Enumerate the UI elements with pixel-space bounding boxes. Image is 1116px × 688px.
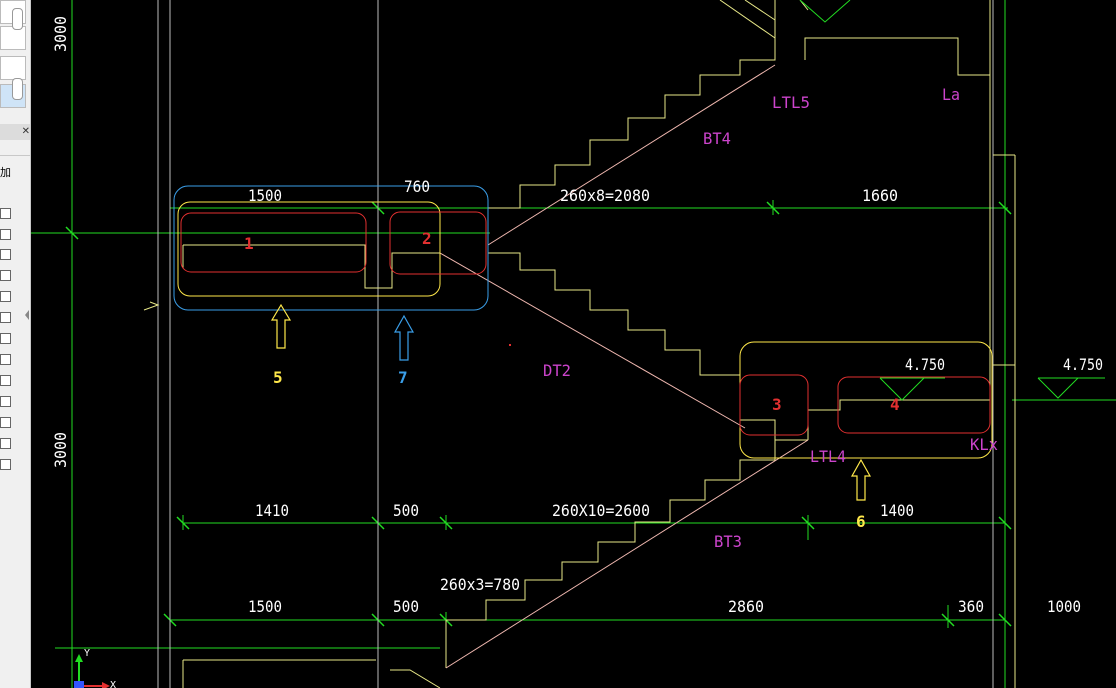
panel-checkbox[interactable] [0, 229, 11, 240]
cad-drawing-canvas[interactable]: 1500 760 260x8=2080 1660 1410 500 260X10… [31, 0, 1116, 688]
dim-500-bottom: 500 [393, 597, 419, 616]
label-la: La [942, 85, 960, 104]
marker-6: 6 [856, 512, 866, 531]
label-ltl4: LTL4 [810, 447, 846, 466]
dim-500-mid: 500 [393, 501, 419, 520]
panel-checkbox[interactable] [0, 354, 11, 365]
stair-diagonals [439, 64, 809, 669]
marker-7: 7 [398, 368, 408, 387]
dim-1000: 1000 [1047, 597, 1081, 616]
panel-scrollbar-thumb[interactable] [12, 78, 23, 100]
panel-checkbox[interactable] [0, 333, 11, 344]
panel-divider [0, 155, 30, 156]
panel-checkbox[interactable] [0, 270, 11, 281]
panel-column-label: 加 [0, 166, 11, 179]
dim-760: 760 [404, 177, 430, 196]
dim-780: 260x3=780 [440, 575, 520, 594]
panel-checkbox[interactable] [0, 208, 11, 219]
panel-checkbox[interactable] [0, 417, 11, 428]
component-labels: LTL5 La BT4 DT2 LTL4 KLx BT3 [543, 85, 998, 551]
panel-field[interactable] [0, 26, 26, 50]
highlight-boxes [173, 185, 993, 459]
marker-1: 1 [244, 234, 254, 253]
panel-checkbox[interactable] [0, 459, 11, 470]
dim-2860: 2860 [728, 597, 764, 616]
label-dt2: DT2 [543, 361, 571, 380]
dimension-texts: 1500 760 260x8=2080 1660 1410 500 260X10… [51, 16, 1103, 616]
dimension-lines [31, 0, 1116, 688]
marker-3: 3 [772, 395, 782, 414]
label-ltl5: LTL5 [772, 93, 810, 112]
elevation-4750-a: 4.750 [905, 355, 945, 374]
panel-checkbox[interactable] [0, 291, 11, 302]
elevation-markers [799, 0, 1105, 401]
panel-field[interactable] [0, 56, 26, 80]
panel-splitter-handle[interactable] [24, 300, 30, 330]
dim-3000-mid: 3000 [51, 432, 70, 468]
wall-outlines [143, 0, 1016, 688]
label-bt3: BT3 [714, 532, 742, 551]
panel-scrollbar-thumb[interactable] [12, 8, 23, 30]
dim-2080: 260x8=2080 [560, 186, 650, 205]
panel-checkbox[interactable] [0, 375, 11, 386]
pointer-arrows [270, 303, 872, 501]
elevation-4750-b: 4.750 [1063, 355, 1103, 374]
dim-1500-top: 1500 [248, 186, 282, 205]
number-markers: 1 2 3 4 5 6 7 [244, 229, 900, 531]
dim-2600: 260X10=2600 [552, 501, 650, 520]
arrow-up-icon [393, 314, 415, 361]
panel-checkbox[interactable] [0, 312, 11, 323]
label-kl: KLx [970, 435, 998, 454]
ucs-y-label: Y [84, 648, 90, 659]
dim-1410: 1410 [255, 501, 289, 520]
dim-1400: 1400 [880, 501, 914, 520]
panel-close-icon[interactable]: ✕ [0, 124, 30, 140]
stray-point [509, 344, 511, 346]
properties-panel: ✕ 加 [0, 0, 31, 688]
dim-1500-bottom: 1500 [248, 597, 282, 616]
panel-checkbox[interactable] [0, 249, 11, 260]
dim-3000-top: 3000 [51, 16, 70, 52]
ucs-x-label: X [110, 680, 116, 688]
dim-360: 360 [958, 597, 984, 616]
ucs-axis-icon: Y X [74, 648, 116, 688]
arrow-up-icon [850, 458, 872, 501]
grid-lines [157, 0, 994, 688]
panel-checkbox[interactable] [0, 396, 11, 407]
dim-1660: 1660 [862, 186, 898, 205]
arrow-up-icon [270, 303, 292, 349]
marker-2: 2 [422, 229, 432, 248]
marker-4: 4 [890, 395, 900, 414]
panel-checkbox[interactable] [0, 438, 11, 449]
marker-5: 5 [273, 368, 283, 387]
label-bt4: BT4 [703, 129, 731, 148]
